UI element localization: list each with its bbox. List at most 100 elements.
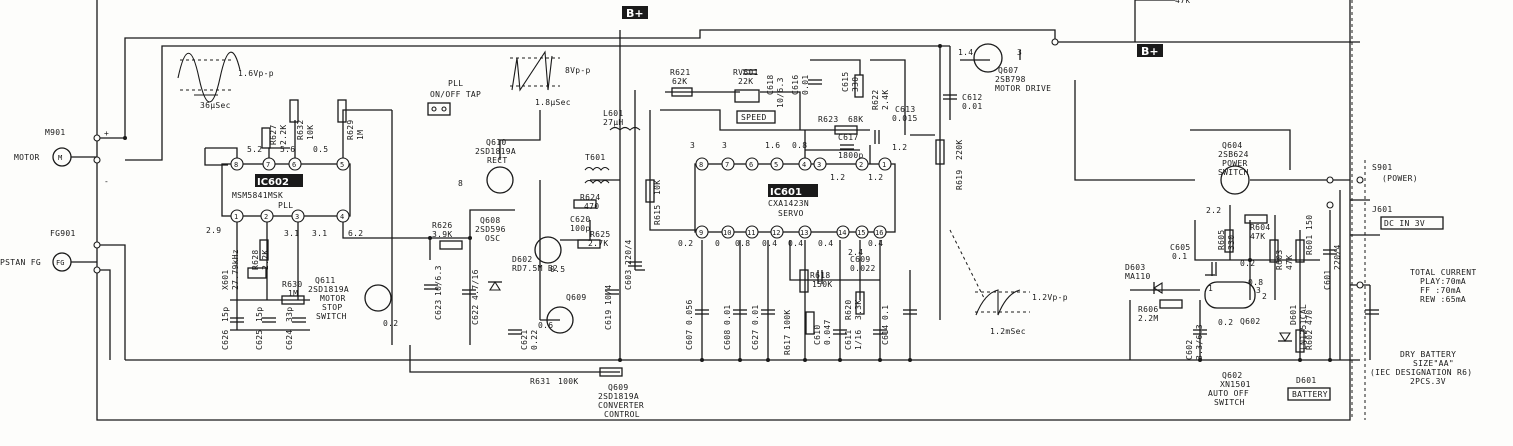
- c610-val: 0.047: [823, 319, 832, 345]
- q602-mini: Q602: [1240, 317, 1260, 326]
- c620-val: 100p: [570, 224, 590, 233]
- volt-08b: 0.8: [735, 239, 750, 248]
- r623-val: 68K: [848, 115, 863, 124]
- ic601-pin1: 1: [882, 161, 886, 169]
- c627-val: 0.01: [751, 305, 760, 325]
- volt-62: 6.2: [348, 229, 363, 238]
- r601-val: 150: [1305, 215, 1314, 230]
- volt-05a: 0.5: [313, 145, 328, 154]
- volt-31b: 3.1: [312, 229, 327, 238]
- rv601-ref: RV601: [733, 68, 759, 77]
- ic601-pin9: 9: [699, 229, 703, 237]
- c612-ref: C612: [962, 93, 982, 102]
- r628-val: 2.2K: [261, 250, 270, 270]
- c605-val: 0.1: [1172, 252, 1187, 261]
- ic601-part: CXA1423N: [768, 199, 809, 208]
- volt-3a: 3: [690, 141, 695, 150]
- ic601-pin5: 5: [774, 161, 778, 169]
- volt-14: 1.4: [958, 48, 973, 57]
- r604-ref: R604: [1250, 223, 1270, 232]
- c616-val: 0.01: [801, 75, 810, 95]
- c617-val: 1800p: [838, 151, 864, 160]
- q609-part: 2SD1819A: [598, 392, 639, 401]
- waveform-pulse: [949, 229, 1030, 316]
- r602-ref: R602: [1305, 330, 1314, 350]
- c601-ref: C601: [1323, 270, 1332, 290]
- x601-ref: X601: [221, 270, 230, 290]
- ic601-pin11: 11: [747, 229, 755, 237]
- fg-symbol: [52, 252, 97, 272]
- volt-0: 0: [715, 239, 720, 248]
- total-current-title: TOTAL CURRENT: [1410, 268, 1477, 277]
- ic601-pin16: 16: [875, 229, 883, 237]
- r605-ref: R605: [1217, 230, 1226, 250]
- ic602-part: MSM5841MSK: [232, 191, 283, 200]
- c624-ref: C624: [285, 330, 294, 350]
- right-notes: 47k S901 (POWER) J601 DC IN 3V TOTAL CUR…: [1175, 0, 1477, 401]
- r629-ref: R629: [346, 120, 355, 140]
- waveform-sine: [177, 51, 241, 103]
- c621-val: 0.22: [530, 330, 539, 350]
- r615-ref: R615: [653, 205, 662, 225]
- battery-box-label: BATTERY: [1292, 390, 1328, 399]
- bplus-left: B+: [626, 7, 644, 20]
- bplus-right: B+: [1141, 45, 1159, 58]
- c617-ref: C617: [838, 133, 858, 142]
- volt-02d: 0.2: [1218, 318, 1233, 327]
- ic601-pin4: 4: [802, 161, 806, 169]
- battery-line3: (IEC DESIGNATION R6): [1370, 368, 1472, 377]
- c626-ref: C626: [221, 330, 230, 350]
- volt-08a: 0.8: [792, 141, 807, 150]
- d602-val: RD7.5M B2: [512, 264, 558, 273]
- volt-05b: 0.5: [550, 265, 565, 274]
- c619-val: 10/4: [604, 285, 613, 305]
- volt-04d: 0.4: [868, 239, 883, 248]
- ic602-block: [221, 163, 351, 217]
- motor-plus: +: [104, 129, 109, 138]
- r624-val: 470: [584, 202, 599, 211]
- q611-func3: SWITCH: [316, 312, 347, 321]
- volt-29: 2.9: [206, 226, 221, 235]
- dashed-edges: [1351, 0, 1366, 420]
- c625-ref: C625: [255, 330, 264, 350]
- volt-02b: 0.2: [678, 239, 693, 248]
- ic601-pin6: 6: [749, 161, 753, 169]
- q611-ref: Q611: [315, 276, 335, 285]
- r625-val: 2.7K: [588, 239, 608, 248]
- battery-line1: DRY BATTERY: [1400, 350, 1456, 359]
- dc-in-box: [1380, 216, 1444, 230]
- c603-val: 220/4: [624, 239, 633, 265]
- pll-switch-l1: PLL: [448, 79, 463, 88]
- r630-ref: R630: [282, 280, 302, 289]
- c609-val: 0.022: [850, 264, 876, 273]
- ic602-ref: IC602: [257, 177, 289, 188]
- ic601-pin2: 2: [859, 161, 863, 169]
- wave1-amp: 1.6Vp-p: [238, 69, 274, 78]
- q609-ref: Q609: [608, 383, 628, 392]
- q608-func: OSC: [485, 234, 500, 243]
- c625-val: 15p: [255, 307, 264, 322]
- fg-ref: FG901: [50, 229, 76, 238]
- volt-31a: 3.1: [284, 229, 299, 238]
- volt-12a: 1.2: [892, 143, 907, 152]
- motor-label: MOTOR: [14, 153, 40, 162]
- fg-label: PSTAN FG: [0, 258, 41, 267]
- q604-part: 2SB624: [1218, 150, 1249, 159]
- ic601-ref: IC601: [770, 187, 802, 198]
- q604-func2: SWITCH: [1218, 168, 1249, 177]
- wave2-amp: 8Vp-p: [565, 66, 591, 75]
- r628-ref: R628: [251, 250, 260, 270]
- volt-8: 8: [458, 179, 463, 188]
- volt-12c: 1.2: [868, 173, 883, 182]
- labels: B+ B+ M901 MOTOR M FG901 PSTAN FG FG + -…: [0, 7, 1270, 419]
- x601-val: 27.79kHz: [231, 249, 240, 290]
- ic602-pin1: 1: [234, 213, 238, 221]
- ic601-pin13: 13: [800, 229, 808, 237]
- s901-ref: S901: [1372, 163, 1392, 172]
- ic601-pin10: 10: [723, 229, 731, 237]
- speed-box: [736, 110, 776, 124]
- l601-val: 27μH: [603, 118, 623, 127]
- c618-ref: C618: [766, 75, 775, 95]
- pll-switch-l2: ON/OFF TAP: [430, 90, 481, 99]
- c611-val: 1/16: [854, 330, 863, 350]
